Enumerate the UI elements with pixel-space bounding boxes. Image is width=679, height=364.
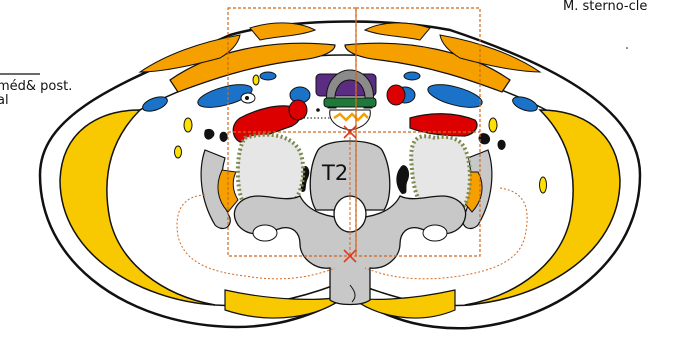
artery-dot-center xyxy=(316,108,320,112)
lymph-node-left-2 xyxy=(175,146,182,158)
label-sternocleidomastoid: M. sterno-cle xyxy=(563,0,647,13)
label-left-line1: méd& post. xyxy=(0,80,72,93)
label-vertebra-t2: T2 xyxy=(322,163,348,184)
transverse-process-right xyxy=(423,225,447,241)
lymph-node-left-1 xyxy=(184,118,192,132)
dot-right-1 xyxy=(626,47,628,49)
lymph-node-right-1 xyxy=(489,118,497,132)
vein-small-left xyxy=(260,72,276,80)
transverse-process-left xyxy=(253,225,277,241)
lymph-node-right-2 xyxy=(540,177,547,193)
label-left-line2: al xyxy=(0,94,9,107)
artery-carotid-right xyxy=(387,85,405,105)
artery-dot-left xyxy=(245,96,249,100)
lymph-node-left-3 xyxy=(253,75,259,85)
artery-carotid-left xyxy=(289,100,307,120)
vein-small-right xyxy=(404,72,420,80)
thyroid-band xyxy=(324,98,376,107)
